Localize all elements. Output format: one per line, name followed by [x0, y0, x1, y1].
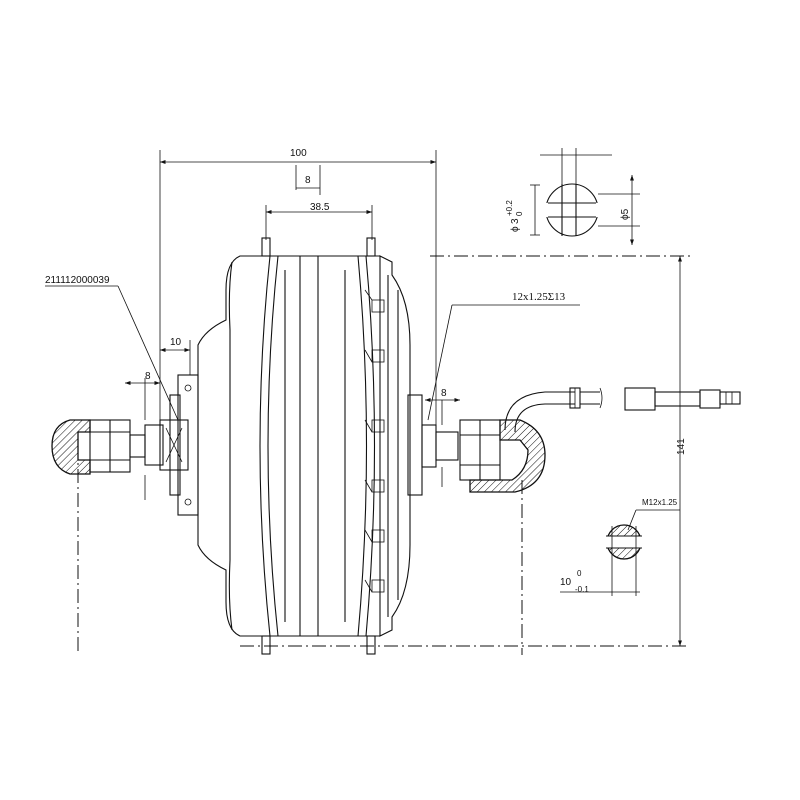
axle-thread-callout: 12x1.25Σ13 — [427, 291, 580, 421]
hole-value: 3 — [510, 218, 521, 224]
axle-thread-label: 12x1.25Σ13 — [512, 291, 566, 303]
dimension-left-axle: 8 — [125, 371, 160, 500]
detail-slot-view: ϕ 3 +0.2 0 ϕ5 — [505, 148, 640, 245]
right-axle-assembly — [421, 387, 741, 493]
axle-flat-tol-upper: 0 — [577, 569, 582, 578]
hole-tolerance-lower: 0 — [515, 211, 524, 216]
slot-diameter-label: ϕ5 — [620, 208, 631, 220]
dim-diameter-label: 141 — [676, 438, 687, 455]
dim-left-axle-label: 8 — [145, 371, 151, 382]
part-number-label: 211112000039 — [45, 275, 110, 286]
dimension-right-axle: 8 — [425, 388, 460, 487]
motor-hub-body — [197, 237, 423, 655]
dimension-diameter: 141 — [676, 256, 687, 646]
left-axle-assembly — [51, 374, 199, 516]
axle-thread-spec: M12x1.25 — [642, 498, 678, 507]
part-number-callout: 211112000039 — [45, 275, 179, 421]
dim-overall-width-label: 100 — [290, 148, 307, 159]
dim-right-axle-label: 8 — [441, 388, 447, 399]
dim-flange-spacing-label: 38.5 — [310, 202, 330, 213]
dim-left-spacer-label: 10 — [170, 337, 182, 348]
axle-flat-width: 10 — [560, 577, 572, 588]
dimension-left-spacer: 10 — [160, 337, 191, 375]
dim-offset-label: 8 — [305, 175, 311, 186]
detail-axle-section: M12x1.25 10 0 -0.1 — [560, 498, 680, 596]
hole-tolerance-upper: +0.2 — [505, 200, 514, 216]
axle-flat-tol-lower: -0.1 — [575, 585, 589, 594]
dimension-overall-width: 100 — [160, 148, 436, 164]
dimension-flange-spacing: 38.5 — [266, 202, 372, 214]
hole-symbol: ϕ — [510, 226, 521, 232]
dimension-offset: 8 — [296, 165, 321, 195]
